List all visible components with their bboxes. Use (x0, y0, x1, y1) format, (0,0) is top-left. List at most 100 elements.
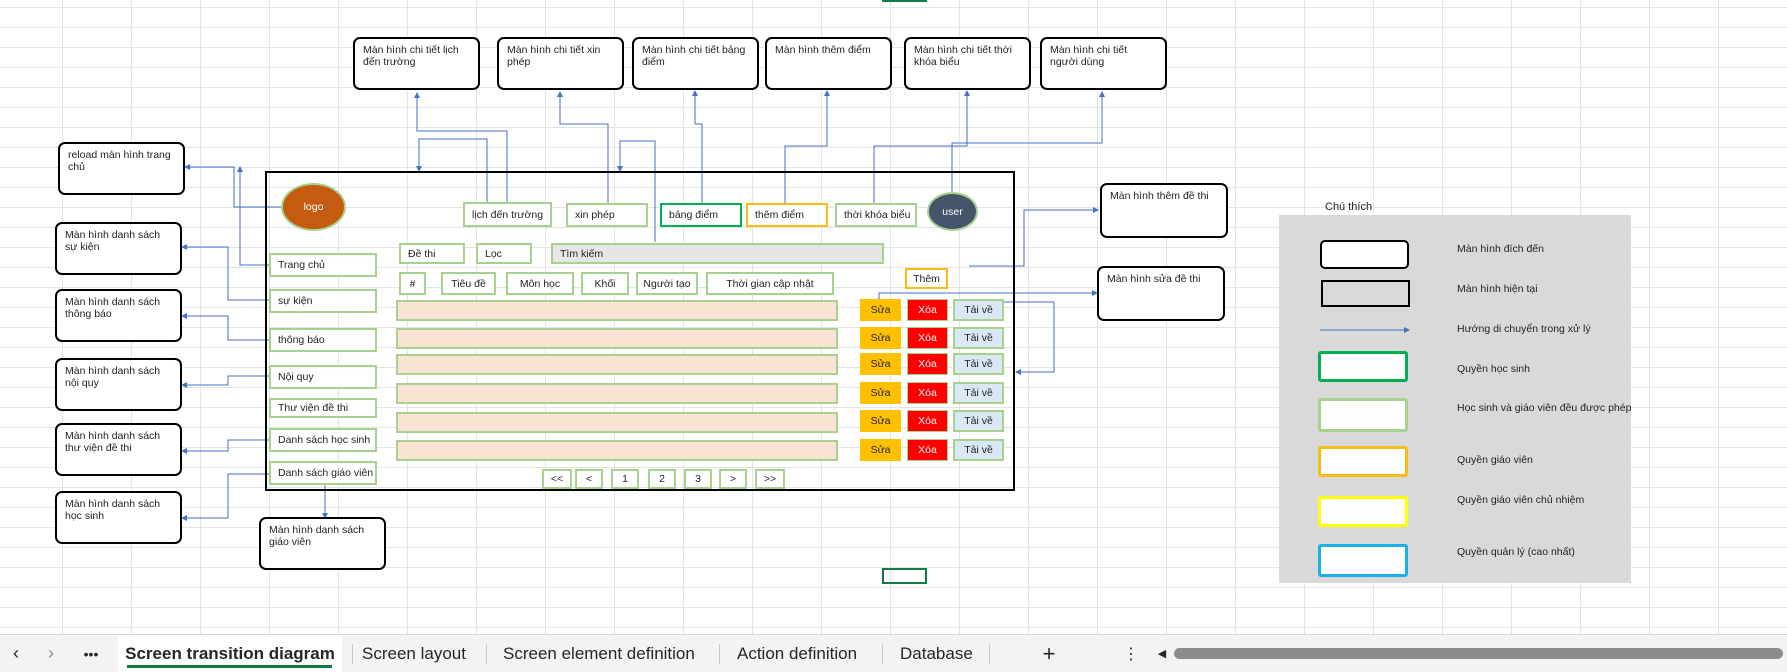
sidebar-item-thu-vien-de-thi[interactable]: Thư viện đề thi (269, 398, 377, 418)
selected-cell[interactable] (882, 568, 927, 584)
page-next-button[interactable]: > (719, 469, 747, 489)
download-button[interactable]: Tải về (953, 410, 1004, 432)
download-button[interactable]: Tải về (953, 299, 1004, 321)
legend-label-arrow: Hướng di chuyển trong xử lý (1457, 323, 1591, 335)
sidebar-item-noi-quy[interactable]: Nội quy (269, 365, 377, 389)
chevron-right-icon[interactable]: › (48, 643, 54, 663)
legend-swatch-both (1318, 398, 1408, 432)
target-tkb: Màn hình chi tiết thời khóa biểu (904, 37, 1031, 90)
delete-button[interactable]: Xóa (907, 382, 948, 404)
arrow-user-detail (951, 91, 1105, 194)
arrow-themdiem (784, 90, 830, 207)
scroll-left-icon[interactable]: ◀ (1157, 648, 1167, 660)
target-noi-quy: Màn hình danh sách nội quy (55, 358, 182, 411)
edit-button[interactable]: Sửa (860, 382, 901, 404)
nav-thoi-khoa-bieu[interactable]: thời khóa biểu (835, 203, 917, 227)
filter-de-thi[interactable]: Đề thi (399, 243, 465, 264)
table-row[interactable] (396, 354, 838, 375)
download-button[interactable]: Tải về (953, 327, 1004, 349)
arrow-tai-ve (1000, 301, 1055, 375)
legend-label-homeroom: Quyền giáo viên chủ nhiệm (1457, 494, 1585, 506)
table-row[interactable] (396, 383, 838, 404)
page-2-button[interactable]: 2 (648, 469, 676, 489)
sidebar-item-danh-sach-hoc-sinh[interactable]: Danh sách học sinh (269, 428, 377, 452)
sidebar-item-danh-sach-giao-vien[interactable]: Danh sách giáo viên (269, 461, 377, 485)
column-header-mon-hoc[interactable]: Môn học (506, 272, 574, 295)
column-header-index[interactable]: # (399, 272, 426, 295)
legend-swatch-target (1320, 240, 1409, 269)
arrow-hocsinh (181, 473, 271, 521)
table-row[interactable] (396, 440, 838, 461)
column-header-khoi[interactable]: Khối (581, 272, 629, 295)
delete-button[interactable]: Xóa (907, 327, 948, 349)
page-1-button[interactable]: 1 (611, 469, 639, 489)
tab-separator (989, 644, 990, 664)
filter-loc[interactable]: Lọc (476, 243, 532, 264)
tab-separator (719, 644, 720, 664)
delete-button[interactable]: Xóa (907, 410, 948, 432)
target-nguoi-dung: Màn hình chi tiết người dùng (1040, 37, 1167, 90)
target-hoc-sinh: Màn hình danh sách học sinh (55, 491, 182, 544)
legend-label-student: Quyền học sinh (1457, 363, 1530, 375)
delete-button[interactable]: Xóa (907, 353, 948, 375)
tab-database[interactable]: Database (900, 643, 973, 663)
download-button[interactable]: Tải về (953, 353, 1004, 375)
user-label: user (942, 205, 963, 218)
edit-button[interactable]: Sửa (860, 353, 901, 375)
add-sheet-icon[interactable]: + (1042, 640, 1056, 666)
target-thu-vien: Màn hình danh sách thư viện đề thi (55, 423, 182, 476)
target-them-diem: Màn hình thêm điểm (765, 37, 892, 90)
nav-bang-diem[interactable]: bảng điểm (660, 203, 742, 227)
arrow-noiquy (181, 375, 271, 388)
arrow-logo-reload (184, 164, 282, 208)
table-row[interactable] (396, 412, 838, 433)
legend-title: Chú thích (1325, 201, 1373, 213)
add-button[interactable]: Thêm (905, 268, 948, 289)
arrow-them-dethi (969, 207, 1099, 267)
column-header-thoi-gian[interactable]: Thời gian cập nhật (706, 272, 834, 295)
column-header-nguoi-tao[interactable]: Người tạo (636, 272, 698, 295)
user-avatar[interactable]: user (927, 192, 978, 231)
target-lich-den-truong: Màn hình chi tiết lịch đến trường (353, 37, 480, 90)
selected-column-indicator (882, 0, 927, 2)
delete-button[interactable]: Xóa (907, 439, 948, 461)
edit-button[interactable]: Sửa (860, 410, 901, 432)
download-button[interactable]: Tải về (953, 382, 1004, 404)
legend-label-teacher: Quyền giáo viên (1457, 454, 1533, 466)
search-input[interactable]: Tìm kiếm (551, 243, 884, 264)
edit-button[interactable]: Sửa (860, 327, 901, 349)
arrow-thuvien (181, 439, 271, 454)
page-3-button[interactable]: 3 (684, 469, 712, 489)
legend-label-admin: Quyền quản lý (cao nhất) (1457, 546, 1575, 558)
download-button[interactable]: Tải về (953, 439, 1004, 461)
table-row[interactable] (396, 300, 838, 321)
column-header-tieu-de[interactable]: Tiêu đề (441, 272, 496, 295)
nav-xin-phep[interactable]: xin phép (566, 203, 648, 227)
arrow-xinphep-back (617, 140, 656, 242)
vertical-more-icon[interactable]: ⋮ (1123, 645, 1139, 663)
edit-button[interactable]: Sửa (860, 439, 901, 461)
logo[interactable]: logo (281, 183, 346, 231)
tab-action-definition[interactable]: Action definition (737, 643, 858, 663)
tab-screen-layout[interactable]: Screen layout (362, 643, 466, 663)
legend-label-both: Học sinh và giáo viên đều được phép (1457, 402, 1632, 414)
more-icon[interactable]: ••• (83, 645, 99, 662)
sidebar-item-thong-bao[interactable]: thông báo (269, 328, 377, 352)
tab-screen-element-definition[interactable]: Screen element definition (503, 643, 695, 663)
table-row[interactable] (396, 328, 838, 349)
sidebar-item-trang-chu[interactable]: Trang chủ (269, 253, 377, 277)
arrow-sua-dethi (878, 290, 1098, 300)
sidebar-item-su-kien[interactable]: sự kiện (269, 289, 377, 313)
nav-them-diem[interactable]: thêm điểm (746, 203, 828, 227)
chevron-left-icon[interactable]: ‹ (13, 643, 19, 663)
legend-swatch-homeroom (1318, 496, 1408, 527)
nav-lich-den-truong[interactable]: lịch đến trường (463, 202, 552, 227)
edit-button[interactable]: Sửa (860, 299, 901, 321)
legend-swatch-teacher (1318, 446, 1408, 477)
page-first-button[interactable]: << (542, 469, 572, 489)
page-prev-button[interactable]: < (575, 469, 603, 489)
horizontal-scrollbar-thumb[interactable] (1174, 648, 1783, 659)
page-last-button[interactable]: >> (755, 469, 785, 489)
legend-swatch-current (1321, 280, 1410, 307)
delete-button[interactable]: Xóa (907, 299, 948, 321)
